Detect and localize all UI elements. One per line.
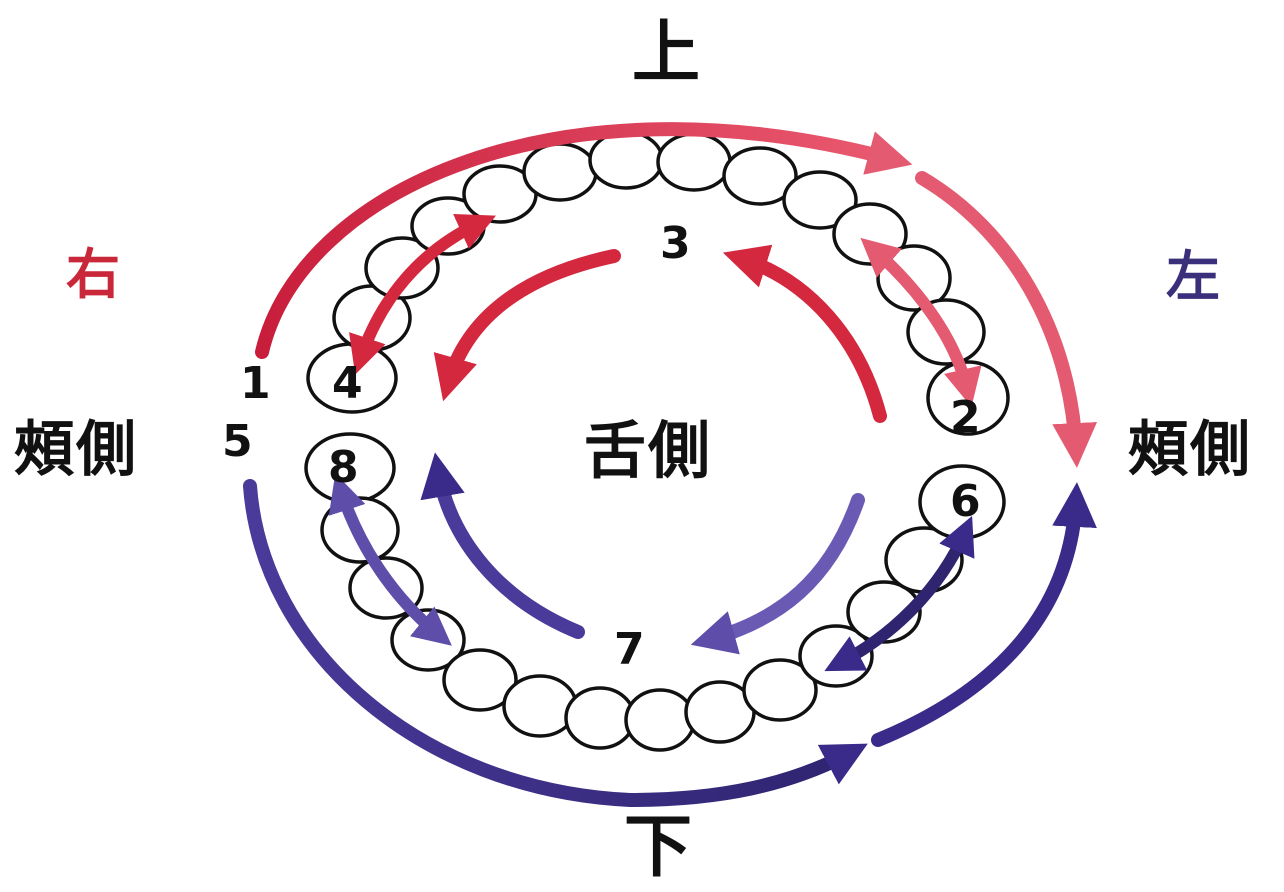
- step-number-4: 4: [332, 362, 363, 406]
- upper-label: 上: [632, 20, 700, 88]
- buccal-side-left-label: 頰側: [1128, 420, 1252, 480]
- lower-label: 下: [624, 814, 692, 882]
- lingual-side-label: 舌側: [584, 420, 712, 482]
- tooth: [626, 690, 694, 750]
- arrow-step-3-upper-lingual-left: [740, 258, 880, 416]
- step-number-1: 1: [240, 362, 271, 406]
- buccal-side-right-label: 頰側: [14, 420, 138, 480]
- left-side-label: 左: [1166, 250, 1220, 304]
- step-number-2: 2: [950, 396, 981, 440]
- step-number-8: 8: [328, 446, 359, 490]
- arrow-step-7-lower-lingual-left: [708, 500, 858, 640]
- tooth: [524, 144, 596, 200]
- step-number-7: 7: [614, 628, 645, 672]
- step-number-3: 3: [660, 222, 691, 266]
- step-number-6: 6: [950, 480, 981, 524]
- step-number-5: 5: [222, 420, 253, 464]
- arrow-step-7-lower-lingual-right: [438, 470, 578, 632]
- arrow-step-3-upper-lingual: [448, 256, 614, 384]
- tooth: [658, 134, 730, 190]
- right-side-label: 右: [66, 248, 120, 302]
- tooth: [504, 676, 576, 736]
- tooth: [590, 132, 662, 188]
- tooth: [566, 688, 634, 748]
